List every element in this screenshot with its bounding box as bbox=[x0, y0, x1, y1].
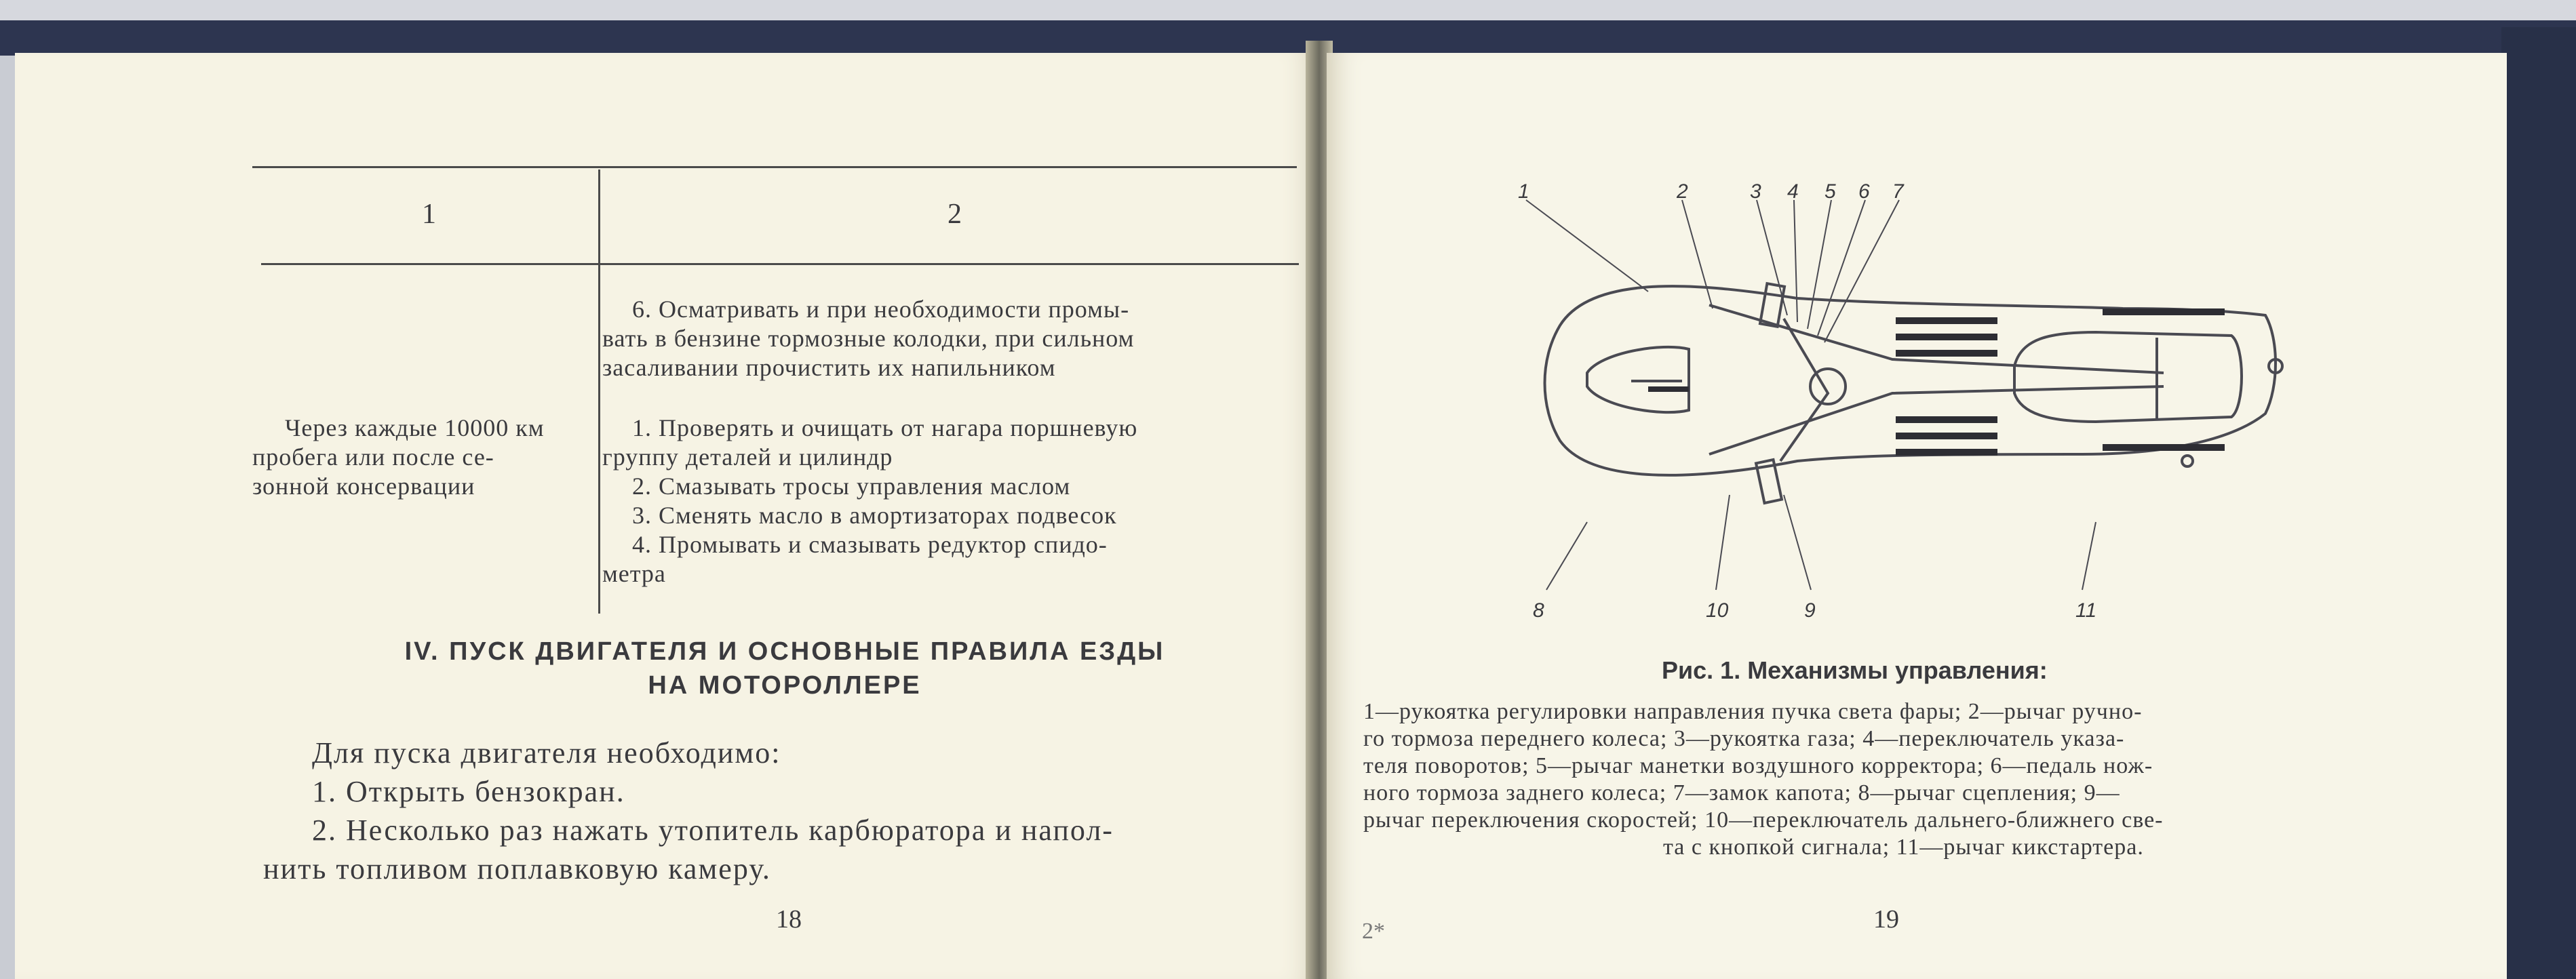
section-heading-line1: IV. ПУСК ДВИГАТЕЛЯ И ОСНОВНЫЕ ПРАВИЛА ЕЗ… bbox=[404, 637, 1165, 666]
body-line-4: нить топливом поплавковую камеру. bbox=[263, 852, 771, 885]
page-number-right: 19 bbox=[1873, 905, 1899, 934]
diagram-label-9: 9 bbox=[1804, 599, 1816, 622]
diagram-label-4: 4 bbox=[1787, 180, 1799, 203]
table-cell-row2-line4: 3. Сменять масло в амортизаторах подвесо… bbox=[632, 502, 1117, 529]
scooter-controls-diagram: 1 2 3 4 5 6 7 8 10 9 11 bbox=[1518, 180, 2284, 622]
left-page bbox=[15, 53, 1317, 979]
table-cell-row1-line2: вать в бензине тормозные колодки, при си… bbox=[602, 325, 1135, 352]
page-number-left: 18 bbox=[776, 905, 802, 934]
book-cover-edge bbox=[2501, 27, 2576, 979]
diagram-label-10: 10 bbox=[1706, 599, 1729, 622]
figure-caption-line-5: рычаг переключения скоростей; 10—переклю… bbox=[1363, 807, 2164, 833]
table-cell-row1-line1: 6. Осматривать и при необходимости промы… bbox=[632, 296, 1130, 323]
diagram-label-8: 8 bbox=[1533, 599, 1544, 622]
table-cell-row2-line5: 4. Промывать и смазывать редуктор спидо- bbox=[632, 531, 1108, 558]
body-line-3: 2. Несколько раз нажать утопитель карбюр… bbox=[312, 814, 1114, 847]
figure-caption-line-1: 1—рукоятка регулировки направления пучка… bbox=[1363, 699, 2143, 724]
table-cell-row2-line1: 1. Проверять и очищать от нагара поршнев… bbox=[632, 414, 1138, 441]
diagram-label-1: 1 bbox=[1518, 180, 1529, 203]
table-cell-period-line2: пробега или после се- bbox=[252, 443, 494, 471]
diagram-label-3: 3 bbox=[1750, 180, 1761, 203]
signature-mark: 2* bbox=[1362, 919, 1385, 944]
figure-caption-line-6: та с кнопкой сигнала; 11—рычаг кикстарте… bbox=[1663, 835, 2144, 860]
table-header-rule bbox=[261, 263, 1299, 265]
table-cell-period-line3: зонной консервации bbox=[252, 473, 475, 500]
diagram-label-2: 2 bbox=[1676, 180, 1688, 203]
right-page bbox=[1327, 53, 2507, 979]
table-cell-row1-line3: засаливании прочистить их напильником bbox=[602, 354, 1056, 381]
body-line-2: 1. Открыть бензокран. bbox=[312, 775, 625, 808]
diagram-label-11: 11 bbox=[2075, 599, 2096, 622]
figure-caption-line-4: ного тормоза заднего колеса; 7—замок кап… bbox=[1363, 780, 2120, 805]
table-column-divider bbox=[598, 169, 600, 614]
figure-caption-title: Рис. 1. Механизмы управления: bbox=[1662, 656, 2048, 684]
table-cell-row2-line6: метра bbox=[602, 560, 666, 587]
table-top-rule bbox=[252, 166, 1297, 168]
table-cell-row2-line3: 2. Смазывать тросы управления маслом bbox=[632, 473, 1071, 500]
body-line-1: Для пуска двигателя необходимо: bbox=[312, 736, 781, 770]
book-cover-band bbox=[0, 20, 2576, 56]
table-col-header-2: 2 bbox=[948, 199, 962, 230]
diagram-label-6: 6 bbox=[1858, 180, 1870, 203]
section-heading-line2: НА МОТОРОЛЛЕРЕ bbox=[648, 671, 922, 700]
table-cell-row2-line2: группу деталей и цилиндр bbox=[602, 443, 893, 471]
table-col-header-1: 1 bbox=[422, 199, 436, 230]
figure-caption-line-3: теля поворотов; 5—рычаг манетки воздушно… bbox=[1363, 753, 2153, 778]
diagram-label-7: 7 bbox=[1892, 180, 1905, 203]
table-cell-period-line1: Через каждые 10000 км bbox=[285, 414, 545, 441]
diagram-label-5: 5 bbox=[1824, 180, 1836, 203]
figure-caption-line-2: го тормоза переднего колеса; 3—рукоятка … bbox=[1363, 726, 2125, 751]
